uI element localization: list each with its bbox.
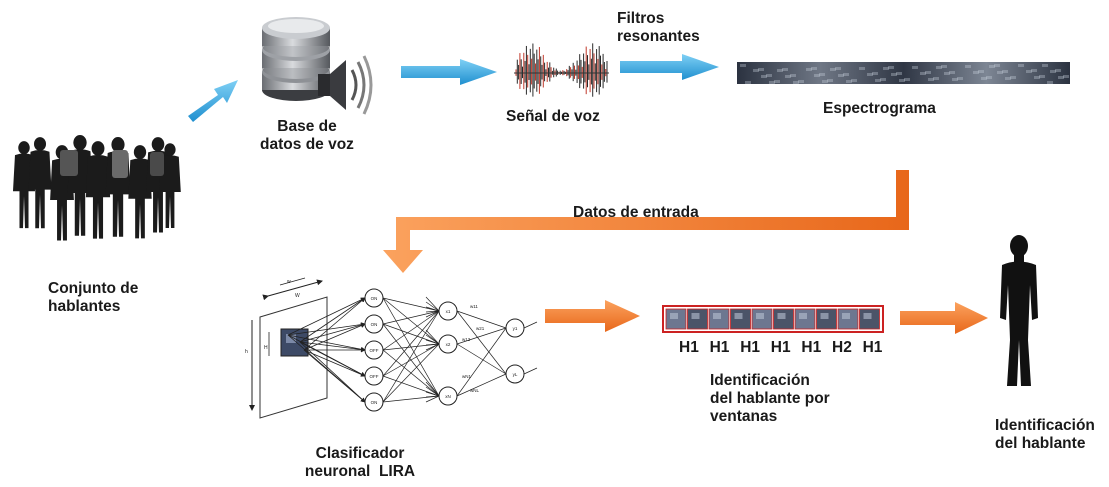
- voice-signal-waveform: [514, 43, 609, 97]
- voice-database-icon: [262, 17, 373, 115]
- weight-label: w11: [470, 304, 478, 309]
- output-node-label: y1: [513, 326, 518, 331]
- arrow-signal-to-spectrogram: [620, 54, 719, 80]
- classifier-label: Clasificador neuronal LIRA: [304, 445, 416, 480]
- lira-network-labels: ON ON OFF OFF ON x1 x2 xN y1 yL w11 w21 w12 wN1 wNL wWh…: [245, 279, 518, 405]
- field-dimension-label: w: [287, 279, 291, 285]
- receptor-node-label: OFF: [370, 348, 379, 353]
- arrow-windows-to-speaker: [900, 302, 988, 334]
- weight-label: w12: [462, 337, 471, 342]
- receptor-node: [364, 392, 384, 412]
- speakers-label: Conjunto de hablantes: [48, 280, 139, 315]
- window-tag: H1: [801, 339, 821, 356]
- receptor-node: [364, 288, 384, 308]
- weight-label: w21: [476, 326, 485, 331]
- field-dimension-label: H: [264, 345, 268, 351]
- lira-network-diagram: [249, 277, 538, 419]
- hidden-node-label: xN: [445, 394, 451, 399]
- hidden-node: [438, 301, 458, 321]
- receptor-node: [364, 340, 384, 360]
- hidden-node-label: x1: [446, 309, 451, 314]
- voice-signal-label: Señal de voz: [506, 108, 600, 125]
- window-tag: H1: [740, 339, 760, 356]
- receptor-node-label: ON: [371, 400, 378, 405]
- arrow-classifier-to-windows: [545, 300, 640, 332]
- output-node: [505, 318, 525, 338]
- window-identification-label: Identificación del hablante por ventanas: [710, 372, 830, 425]
- window-tag: H2: [832, 339, 852, 356]
- output-node-label: yL: [513, 372, 518, 377]
- receptor-node: [364, 314, 384, 334]
- window-tag: H1: [863, 339, 883, 356]
- arrow-spectrogram-to-classifier: [383, 170, 909, 273]
- window-spectrogram-strip: [662, 305, 884, 333]
- identified-speaker-icon: [1000, 235, 1038, 386]
- receptor-node-label: ON: [371, 296, 378, 301]
- weight-label: wNL: [470, 388, 479, 393]
- weight-label: wN1: [462, 374, 471, 379]
- arrow-crowd-to-database: [188, 80, 238, 122]
- window-tag: H1: [771, 339, 791, 356]
- speaker-identification-label: Identificación del hablante: [995, 417, 1095, 452]
- window-tag: H1: [710, 339, 730, 356]
- hidden-node-label: x2: [446, 342, 451, 347]
- input-data-label: Datos de entrada: [573, 204, 699, 221]
- output-node: [505, 364, 525, 384]
- field-dimension-label: W: [295, 293, 300, 299]
- hidden-node: [438, 386, 458, 406]
- speaker-crowd-icon: [12, 135, 181, 241]
- field-dimension-label: h: [245, 349, 248, 355]
- window-tags: H1 H1 H1 H1 H1 H2 H1: [679, 339, 883, 356]
- filters-label: Filtros resonantes: [617, 10, 700, 45]
- spectrogram-label: Espectrograma: [823, 100, 936, 117]
- receptor-node: [364, 366, 384, 386]
- hidden-node: [438, 334, 458, 354]
- spectrogram-image: [737, 62, 1070, 84]
- arrow-database-to-signal: [401, 59, 497, 85]
- receptor-node-label: ON: [371, 322, 378, 327]
- window-tag: H1: [679, 339, 699, 356]
- receptor-node-label: OFF: [370, 374, 379, 379]
- database-label: Base de datos de voz: [260, 118, 354, 153]
